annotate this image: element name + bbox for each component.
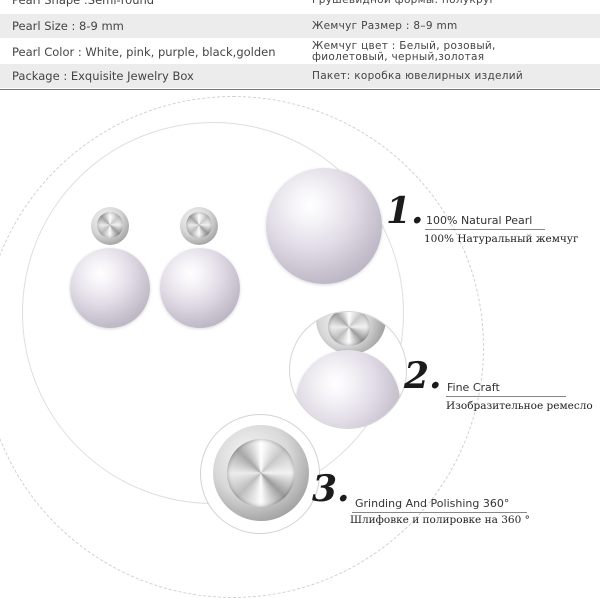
earring-right-pearl: [160, 248, 240, 328]
spec-divider: [0, 89, 600, 90]
spec-color-en: Pearl Color : White, pink, purple, black…: [12, 45, 276, 59]
feature-polish-gem: [227, 439, 295, 507]
earring-left-gem: [97, 212, 123, 238]
feature-2-underline: [446, 396, 566, 397]
spec-package-en: Package : Exquisite Jewelry Box: [12, 69, 194, 83]
spec-shape-ru: Грушевидной формы: полукруг: [312, 0, 496, 6]
feature-polish-image: [200, 414, 320, 534]
spec-size-en: Pearl Size : 8-9 mm: [12, 19, 124, 33]
feature-1-subtitle: 100% Натуральный жемчуг: [424, 233, 579, 245]
feature-3-title: Grinding And Polishing 360°: [355, 497, 510, 510]
spec-row-shape: Pearl Shape :Semi-round Грушевидной форм…: [0, 0, 600, 12]
feature-2-title: Fine Craft: [447, 381, 500, 394]
feature-pearl-image: [266, 168, 382, 284]
feature-2-subtitle: Изобразительное ремесло: [446, 400, 593, 412]
feature-craft-pearl: [296, 350, 400, 428]
feature-3-underline: [352, 512, 527, 513]
spec-size-ru: Жемчуг Размер : 8–9 mm: [312, 20, 458, 32]
spec-shape-en: Pearl Shape :Semi-round: [12, 0, 155, 7]
feature-1-number: 1.: [386, 190, 424, 232]
spec-row-size: Pearl Size : 8-9 mm Жемчуг Размер : 8–9 …: [0, 14, 600, 38]
spec-color-ru: Жемчуг цвет : Белый, розовый, фиолетовый…: [312, 40, 496, 63]
spec-package-ru: Пакет: коробка ювелирных изделий: [312, 70, 524, 82]
feature-3-subtitle: Шлифовке и полировке на 360 °: [350, 514, 530, 526]
spec-row-package: Package : Exquisite Jewelry Box Пакет: к…: [0, 64, 600, 88]
feature-1-underline: [425, 229, 545, 230]
earring-left-pearl: [70, 248, 150, 328]
feature-2-number: 2.: [404, 355, 442, 397]
feature-3-number: 3.: [312, 468, 350, 510]
feature-craft-image: [289, 311, 407, 429]
spec-row-color: Pearl Color : White, pink, purple, black…: [0, 40, 600, 64]
feature-1-title: 100% Natural Pearl: [426, 214, 533, 227]
feature-craft-gem: [328, 312, 370, 346]
spec-table: Pearl Shape :Semi-round Грушевидной форм…: [0, 0, 600, 90]
earring-right-gem: [186, 212, 212, 238]
